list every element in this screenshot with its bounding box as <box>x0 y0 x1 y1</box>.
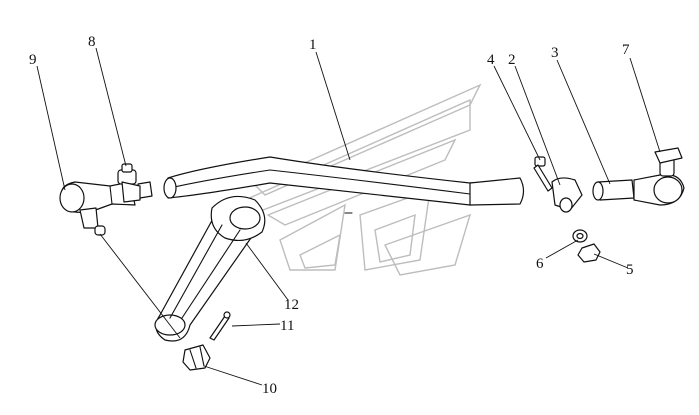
leader-lines <box>36 47 661 386</box>
cotter-pin <box>209 311 231 341</box>
callout-labels: 1 2 3 4 5 6 7 8 9 10 11 12 <box>29 34 634 397</box>
callout-6: 6 <box>536 256 544 272</box>
right-clamp <box>551 177 583 213</box>
castle-nut <box>182 344 211 371</box>
right-clamp-bolt <box>533 156 553 192</box>
callout-5: 5 <box>626 262 634 278</box>
callout-12: 12 <box>284 297 299 313</box>
callout-1: 1 <box>309 37 317 53</box>
callout-3: 3 <box>551 45 559 61</box>
left-clamp-bolt <box>117 163 153 203</box>
callout-9: 9 <box>29 52 37 68</box>
callout-8: 8 <box>88 34 96 50</box>
callout-2: 2 <box>508 52 516 68</box>
callout-7: 7 <box>622 42 630 58</box>
right-tie-rod-end <box>633 147 685 206</box>
adjusting-sleeve <box>592 179 635 201</box>
washer <box>572 229 588 243</box>
hex-nut <box>577 243 601 263</box>
callout-11: 11 <box>280 318 294 334</box>
tie-rod-tube <box>163 156 525 214</box>
drop-arm <box>154 195 266 342</box>
callout-4: 4 <box>487 52 495 68</box>
callout-10: 10 <box>262 381 277 397</box>
left-tie-rod-end <box>59 181 136 236</box>
